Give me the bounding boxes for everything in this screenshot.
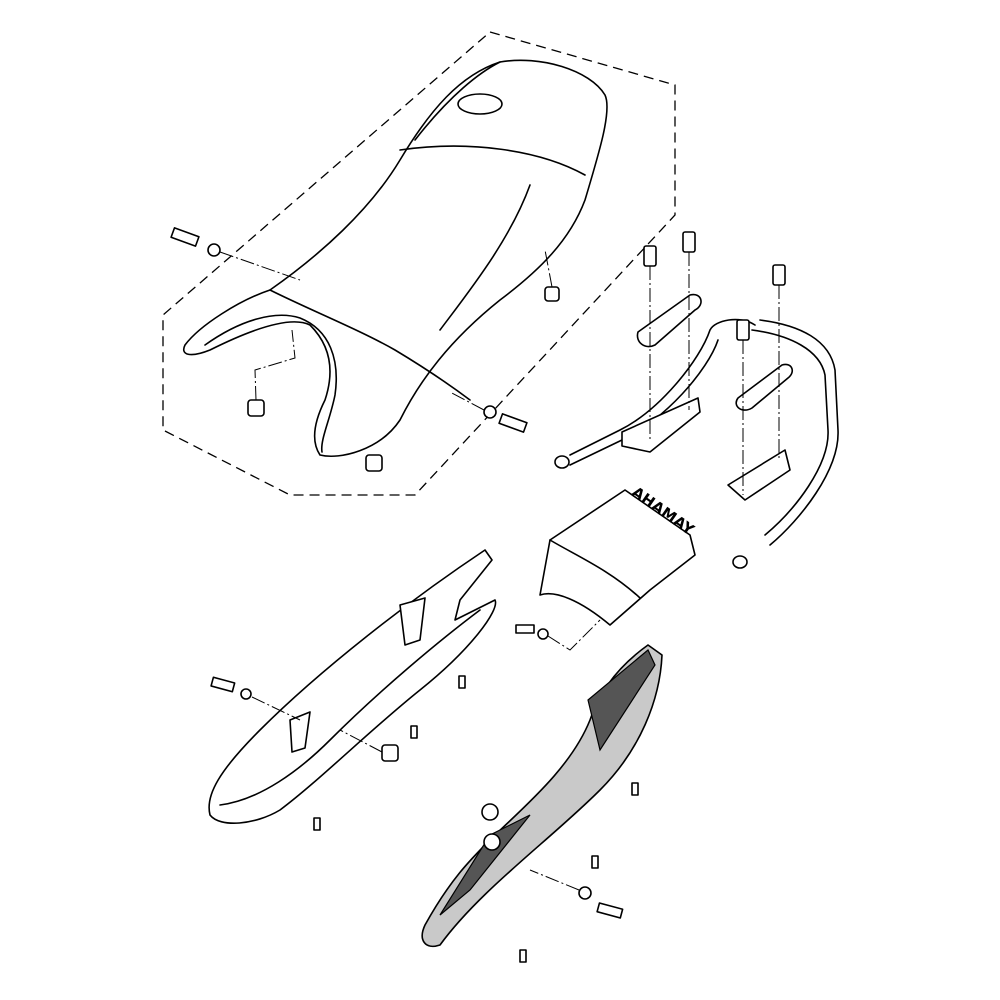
screw — [458, 675, 466, 689]
grab-rail-left — [554, 293, 756, 469]
grab-rail-bolts — [643, 231, 786, 495]
tail-cover: YAMAHA — [515, 483, 698, 651]
seat-strap — [457, 93, 503, 115]
rail-bracket — [621, 397, 701, 453]
seat-fasteners — [170, 227, 560, 472]
grommet — [381, 744, 399, 762]
bolt — [498, 413, 528, 433]
side-cover-right — [421, 644, 663, 963]
washer — [240, 688, 252, 700]
cover-shading — [439, 814, 531, 916]
washer — [483, 405, 497, 419]
grommet — [483, 833, 501, 851]
screw — [631, 782, 639, 796]
bolt — [682, 231, 696, 253]
end-cap — [554, 455, 570, 469]
mount-plate — [735, 363, 794, 411]
bolt — [596, 902, 624, 919]
nut — [247, 399, 265, 417]
side-cover-left — [208, 549, 497, 831]
bolt — [643, 245, 657, 267]
nut — [365, 454, 383, 472]
washer — [537, 628, 549, 640]
bolt — [515, 624, 535, 634]
grommet — [481, 803, 499, 821]
seat — [183, 59, 608, 457]
bolt — [772, 264, 786, 286]
nut — [544, 286, 560, 302]
bolt — [170, 227, 200, 247]
bolt — [736, 319, 750, 341]
washer — [578, 886, 592, 900]
screw — [313, 817, 321, 831]
screw — [519, 949, 527, 963]
end-cap — [732, 555, 748, 569]
grab-rail-right — [727, 319, 839, 569]
cover-shading — [587, 649, 656, 752]
tab — [289, 711, 311, 753]
screw — [410, 725, 418, 739]
tab — [399, 597, 426, 646]
rail-bracket — [727, 449, 791, 501]
seat-assembly-boundary — [162, 31, 676, 496]
bolt — [210, 676, 236, 693]
screw — [591, 855, 599, 869]
mount-plate — [636, 293, 702, 348]
washer — [207, 243, 221, 257]
